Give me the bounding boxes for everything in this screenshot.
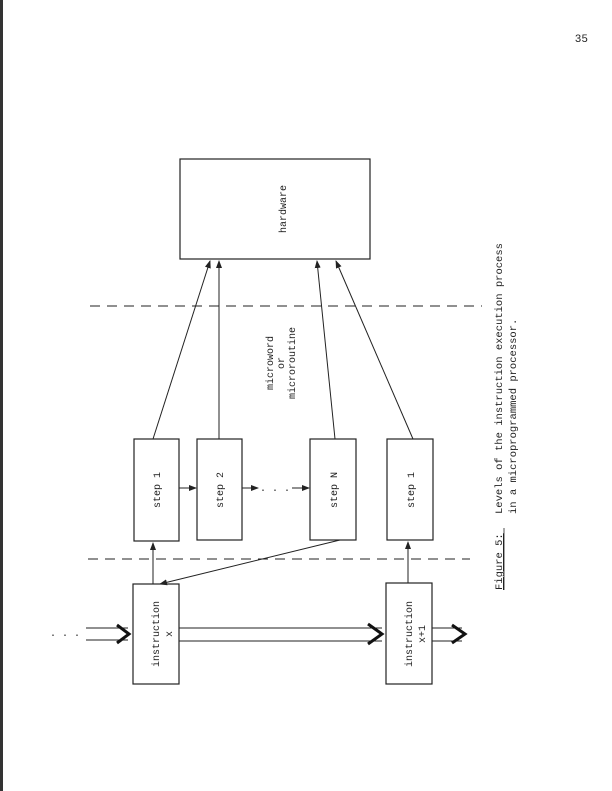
instruction-label: instruction <box>151 601 163 667</box>
instruction-x1-box <box>385 582 433 685</box>
step-label: step 1 <box>407 472 418 508</box>
step-box-1 <box>133 438 180 542</box>
step-label: step N <box>330 472 341 508</box>
arrow-step1b-hardware <box>335 260 414 440</box>
caption-line-1: Levels of the instruction execution proc… <box>494 243 506 514</box>
hardware-box <box>179 158 371 260</box>
step-label: step 1 <box>153 472 164 508</box>
caption-label: Figure 5: <box>494 533 506 590</box>
chevron-right-icon <box>116 623 132 645</box>
hardware-label: hardware <box>278 185 290 233</box>
chevron-right-icon <box>367 622 385 646</box>
figure-caption: Figure 5: Levels of the instruction exec… <box>494 243 520 590</box>
leading-ellipsis: . . . <box>50 629 80 640</box>
arrow-step1-hardware <box>152 260 211 440</box>
or-label: or <box>277 357 288 369</box>
microroutine-label: microroutine <box>287 327 299 399</box>
page-number: 35 <box>575 34 588 46</box>
instruction-index: x+1 <box>418 625 429 643</box>
scan-edge <box>0 0 3 791</box>
step-box-next-1 <box>386 438 434 541</box>
chevron-right-icon <box>451 623 468 645</box>
microword-label: microword <box>265 336 277 390</box>
step-ellipsis: . . . <box>260 484 290 495</box>
instruction-x-box <box>132 583 180 685</box>
step-label: step 2 <box>216 472 227 508</box>
step-box-n <box>309 438 357 541</box>
instruction-label: instruction <box>404 601 416 667</box>
arrow-stepn-hardware <box>314 260 336 440</box>
instruction-index: x <box>165 631 176 637</box>
caption-line-2: in a microprogrammed processor. <box>508 319 520 514</box>
arrow-stepn-instruction <box>159 539 341 586</box>
